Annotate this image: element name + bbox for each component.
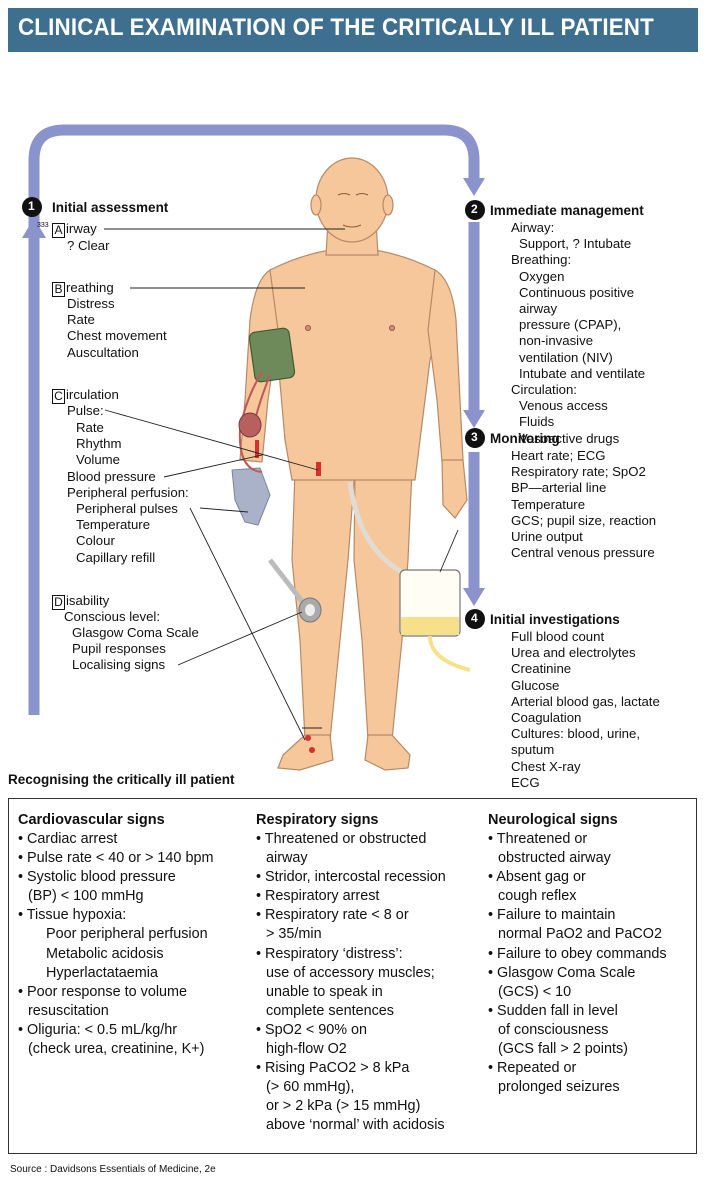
arrow-head-down-2: [463, 410, 485, 428]
arrow-head-down-1: [463, 178, 485, 196]
cardiovascular-column: Cardiovascular signs • Cardiac arrest • …: [18, 812, 214, 1058]
step-4-badge: [465, 609, 485, 629]
signs-box: [8, 798, 697, 1154]
management-list: Airway: Support, ? Intubate Breathing: O…: [511, 220, 646, 446]
step-4-title: Initial investigations: [490, 612, 620, 627]
monitoring-list: Heart rate; ECG Respiratory rate; SpO2 B…: [511, 448, 657, 561]
step-3-number: 3: [471, 430, 478, 444]
disability-list: Glasgow Coma Scale Pupil responses Local…: [72, 625, 199, 673]
neurological-title: Neurological signs: [488, 812, 618, 828]
circulation-pulse: Pulse:: [67, 403, 104, 418]
recognising-title: Recognising the critically ill patient: [8, 772, 235, 787]
step-2-title: Immediate management: [490, 203, 644, 218]
foot-pulse-marker: [309, 747, 315, 753]
step-2-number: 2: [471, 202, 478, 216]
femoral-line-marker: [316, 462, 321, 476]
disability-conscious: Conscious level:: [64, 609, 161, 624]
neurological-column: Neurological signs • Threatened or obstr…: [488, 812, 667, 1096]
flow-arrow: [28, 124, 480, 715]
left-hand-cyanosed: [231, 467, 271, 526]
page-reference: 333: [37, 222, 49, 229]
bp-cuff: [238, 327, 296, 473]
source-citation: Source : Davidsons Essentials of Medicin…: [10, 1164, 216, 1175]
arrow-head-down-3: [463, 588, 485, 606]
arrow-head-up: [22, 218, 46, 238]
investigations-list: Full blood count Urea and electrolytes C…: [511, 629, 660, 790]
airway-item: ? Clear: [67, 238, 110, 253]
pulse-list: Rate Rhythm Volume: [76, 420, 122, 468]
circulation-more: Blood pressure Peripheral perfusion:: [67, 469, 189, 501]
step-2-badge: [465, 200, 485, 220]
step-3-title: Monitoring: [490, 431, 560, 446]
leader-lines: [104, 228, 459, 741]
page-title: CLINICAL EXAMINATION OF THE CRITICALLY I…: [18, 14, 654, 41]
perfusion-list: Peripheral pulses Temperature Colour Cap…: [76, 501, 178, 565]
knee-hammer: [268, 558, 322, 623]
respiratory-title: Respiratory signs: [256, 812, 379, 828]
cardiovascular-title: Cardiovascular signs: [18, 812, 165, 828]
diagram-artwork: [22, 124, 485, 771]
respiratory-column: Respiratory signs • Threatened or obstru…: [256, 812, 446, 1134]
step-3-badge: [465, 428, 485, 448]
step-1-title: Initial assessment: [52, 200, 169, 215]
urine-bag: [399, 569, 471, 672]
step-4-number: 4: [471, 611, 478, 625]
step-1-number: 1: [28, 199, 35, 213]
title-banner: [8, 8, 698, 52]
step-1-badge: [22, 197, 42, 217]
patient-figure: [239, 157, 468, 771]
breathing-list: Distress Rate Chest movement Auscultatio…: [67, 296, 167, 360]
